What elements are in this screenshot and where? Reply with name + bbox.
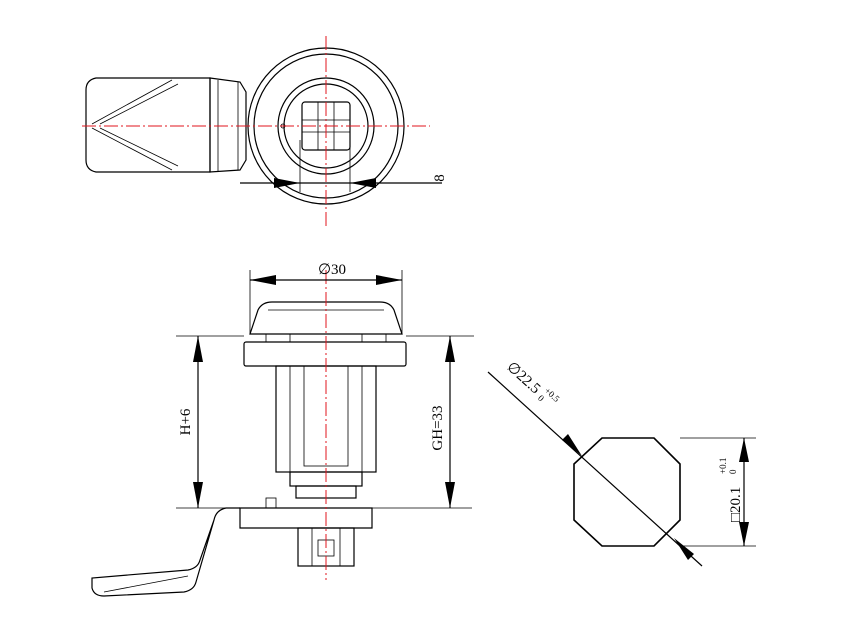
dimension-cutout-flat-tolerance: +0.1 [718, 458, 728, 474]
dimension-cutout-flat-tolerance-low: 0 [728, 469, 738, 474]
front-view-cam-plate [239, 507, 373, 529]
panel-cutout-view: ∅22.5 +0.5 0 □20.1 +0.1 0 [487, 359, 756, 567]
cutout-shape [573, 437, 681, 547]
dimension-slot-width: 8 [432, 174, 448, 182]
dimension-cutout-flat: □20.1 [728, 487, 744, 522]
dimension-body-diameter: ∅30 [318, 262, 346, 278]
dimension-gh: GH=33 [430, 405, 446, 450]
dimension-h-offset: H+6 [178, 408, 194, 435]
front-view-flange [243, 341, 407, 367]
dimension-cutout-diameter-tolerance-low: 0 [536, 393, 546, 404]
top-view: 8 [82, 36, 448, 226]
top-view-cam-arm [85, 77, 211, 173]
top-view-hex-nut [209, 77, 247, 173]
front-view-cam-arm [91, 507, 240, 597]
front-view: ∅30 H+6 GH=33 [91, 262, 474, 597]
front-view-cap [249, 301, 403, 335]
